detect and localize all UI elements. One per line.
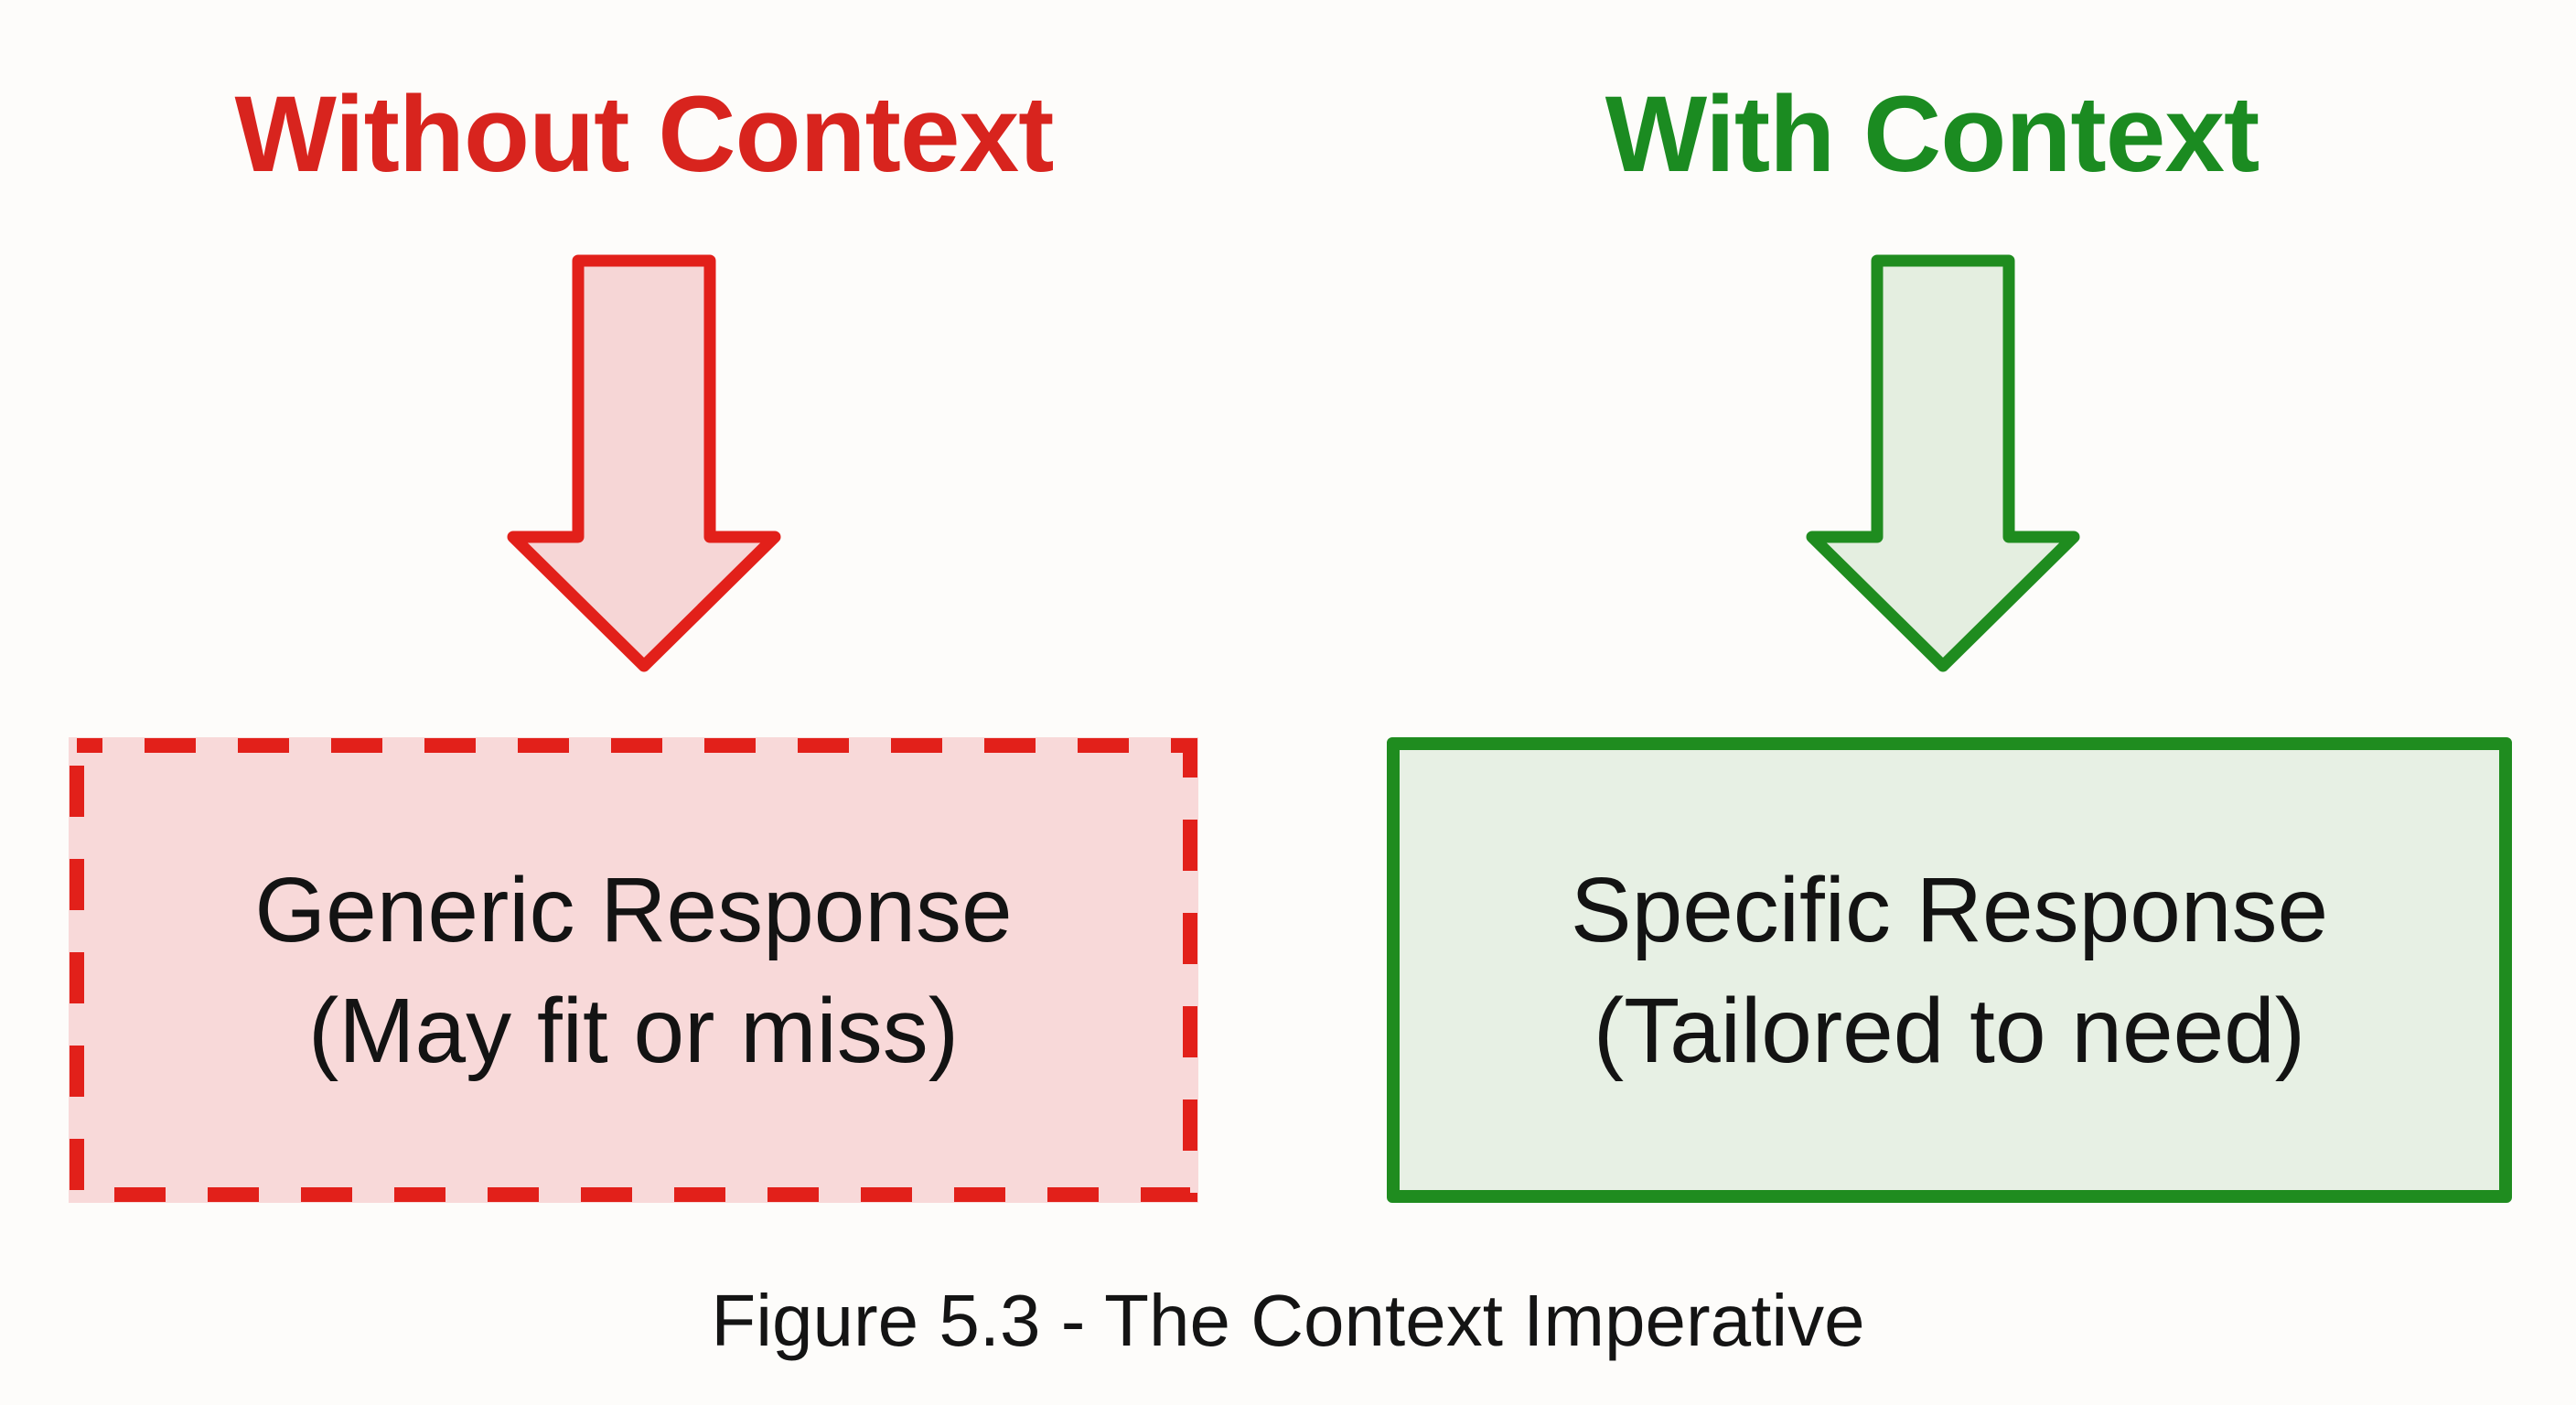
with-context-column: With Context Specific Response (Tailored… (1288, 0, 2576, 1405)
generic-response-line2: (May fit or miss) (307, 979, 960, 1082)
without-context-title: Without Context (234, 74, 1055, 195)
specific-response-line2: (Tailored to need) (1593, 979, 2306, 1082)
red-down-arrow-icon (507, 254, 781, 672)
without-context-column: Without Context Generic Response (May fi… (69, 74, 1198, 1203)
generic-response-box: Generic Response (May fit or miss) (69, 737, 1198, 1203)
figure-caption: Figure 5.3 - The Context Imperative (711, 1280, 1865, 1361)
green-down-arrow-icon (1806, 254, 2080, 672)
specific-response-line1: Specific Response (1570, 858, 2329, 961)
generic-response-line1: Generic Response (254, 858, 1013, 961)
specific-response-box: Specific Response (Tailored to need) (1387, 737, 2512, 1203)
with-context-title: With Context (1605, 74, 2260, 195)
